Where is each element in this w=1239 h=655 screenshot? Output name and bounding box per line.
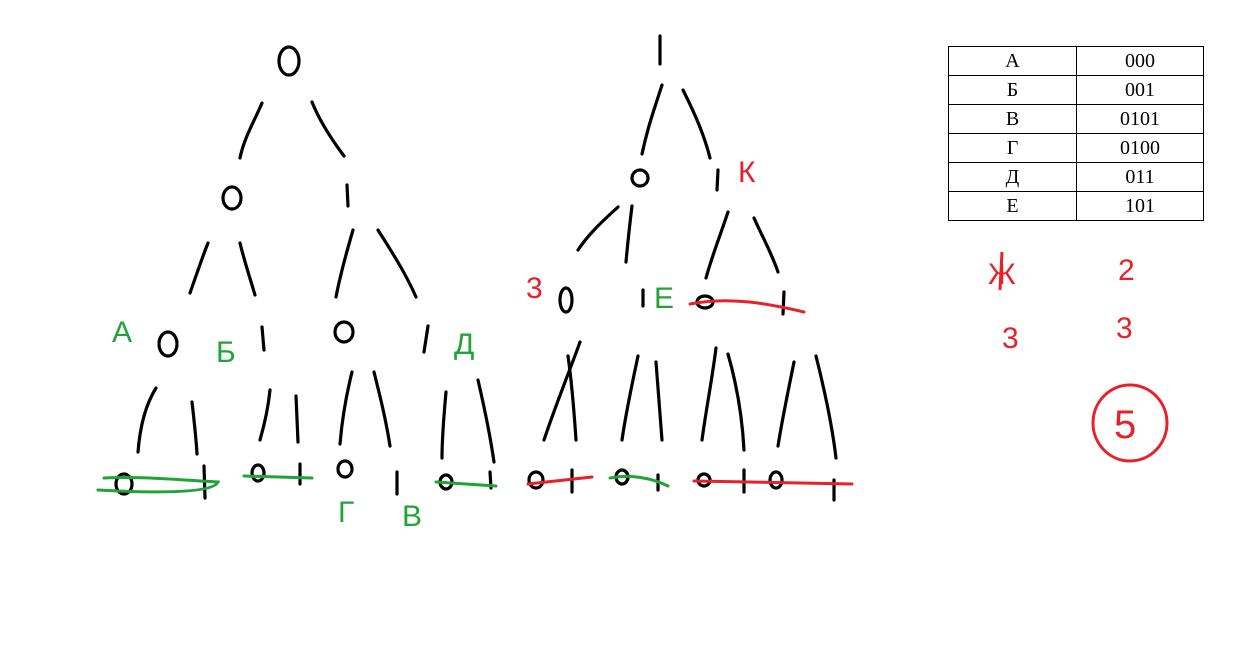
edge [136,386,158,454]
note-two: 2 [1118,254,1135,287]
edge [576,205,620,252]
green-strike [434,480,498,488]
edge [188,241,210,295]
edge [338,370,354,446]
label-three: 3 [526,272,543,305]
edge [542,340,582,442]
edge [700,346,718,442]
label-b: Б [216,336,236,369]
digit-zero [250,463,266,483]
answer-value: 5 [1114,403,1136,447]
red-strike [692,479,854,486]
edge [238,241,257,297]
label-v: В [402,500,422,533]
digit-one [345,183,350,208]
digit-one [260,325,266,352]
label-k: К [738,156,756,189]
digit-zero [114,472,134,496]
digit-zero [768,470,784,490]
letter-cell: Д [948,162,1077,192]
letter-cell: В [948,104,1077,134]
edge [776,360,796,448]
code-cell: 0100 [1076,133,1204,163]
letter-cell: Е [948,191,1077,221]
green-strike [96,475,221,494]
edge [814,354,838,460]
edge [238,101,264,160]
label-e: E [654,282,674,315]
digit-one [715,168,720,192]
edge [258,388,272,442]
digit-zero [157,330,179,358]
code-cell: 000 [1076,46,1204,76]
digit-zero [630,168,650,188]
digit-zero [277,45,301,77]
code-cell: 0101 [1076,104,1204,134]
green-strike [242,474,314,480]
edge [654,360,664,442]
digit-zero [336,459,354,479]
letter-cell: А [948,46,1077,76]
edge [704,210,730,280]
letter-cell: Б [948,75,1077,105]
digit-zero [221,185,243,211]
edge [440,390,448,460]
green-strike [608,474,670,488]
digit-zero [527,470,545,490]
label-d: Д [454,328,474,361]
digit-zero [333,320,355,344]
cross-mark [998,251,1004,291]
code-cell: 101 [1076,191,1204,221]
edge [190,400,199,456]
red-strike [526,475,594,486]
label-g: Г [338,496,354,529]
digit-one [422,324,430,354]
edge [624,204,634,264]
edge [752,216,780,274]
edge [334,228,355,299]
digit-zero [558,286,574,314]
code-cell: 001 [1076,75,1204,105]
edge [310,100,346,158]
edge [681,88,712,160]
edge [372,370,392,448]
digit-one [781,290,786,316]
note-three-b: 3 [1116,312,1133,345]
edge [476,378,496,464]
edge [640,83,664,156]
answer-circle [1091,383,1169,463]
edge [294,394,300,444]
edge [566,354,578,442]
code-cell: 011 [1076,162,1204,192]
edge [376,228,418,299]
edge [726,352,746,452]
red-strike [688,299,806,314]
edge [620,354,640,442]
note-crossed: Ж [988,258,1016,291]
note-three-a: 3 [1002,322,1019,355]
label-a: А [112,316,132,349]
letter-cell: Г [948,133,1077,163]
